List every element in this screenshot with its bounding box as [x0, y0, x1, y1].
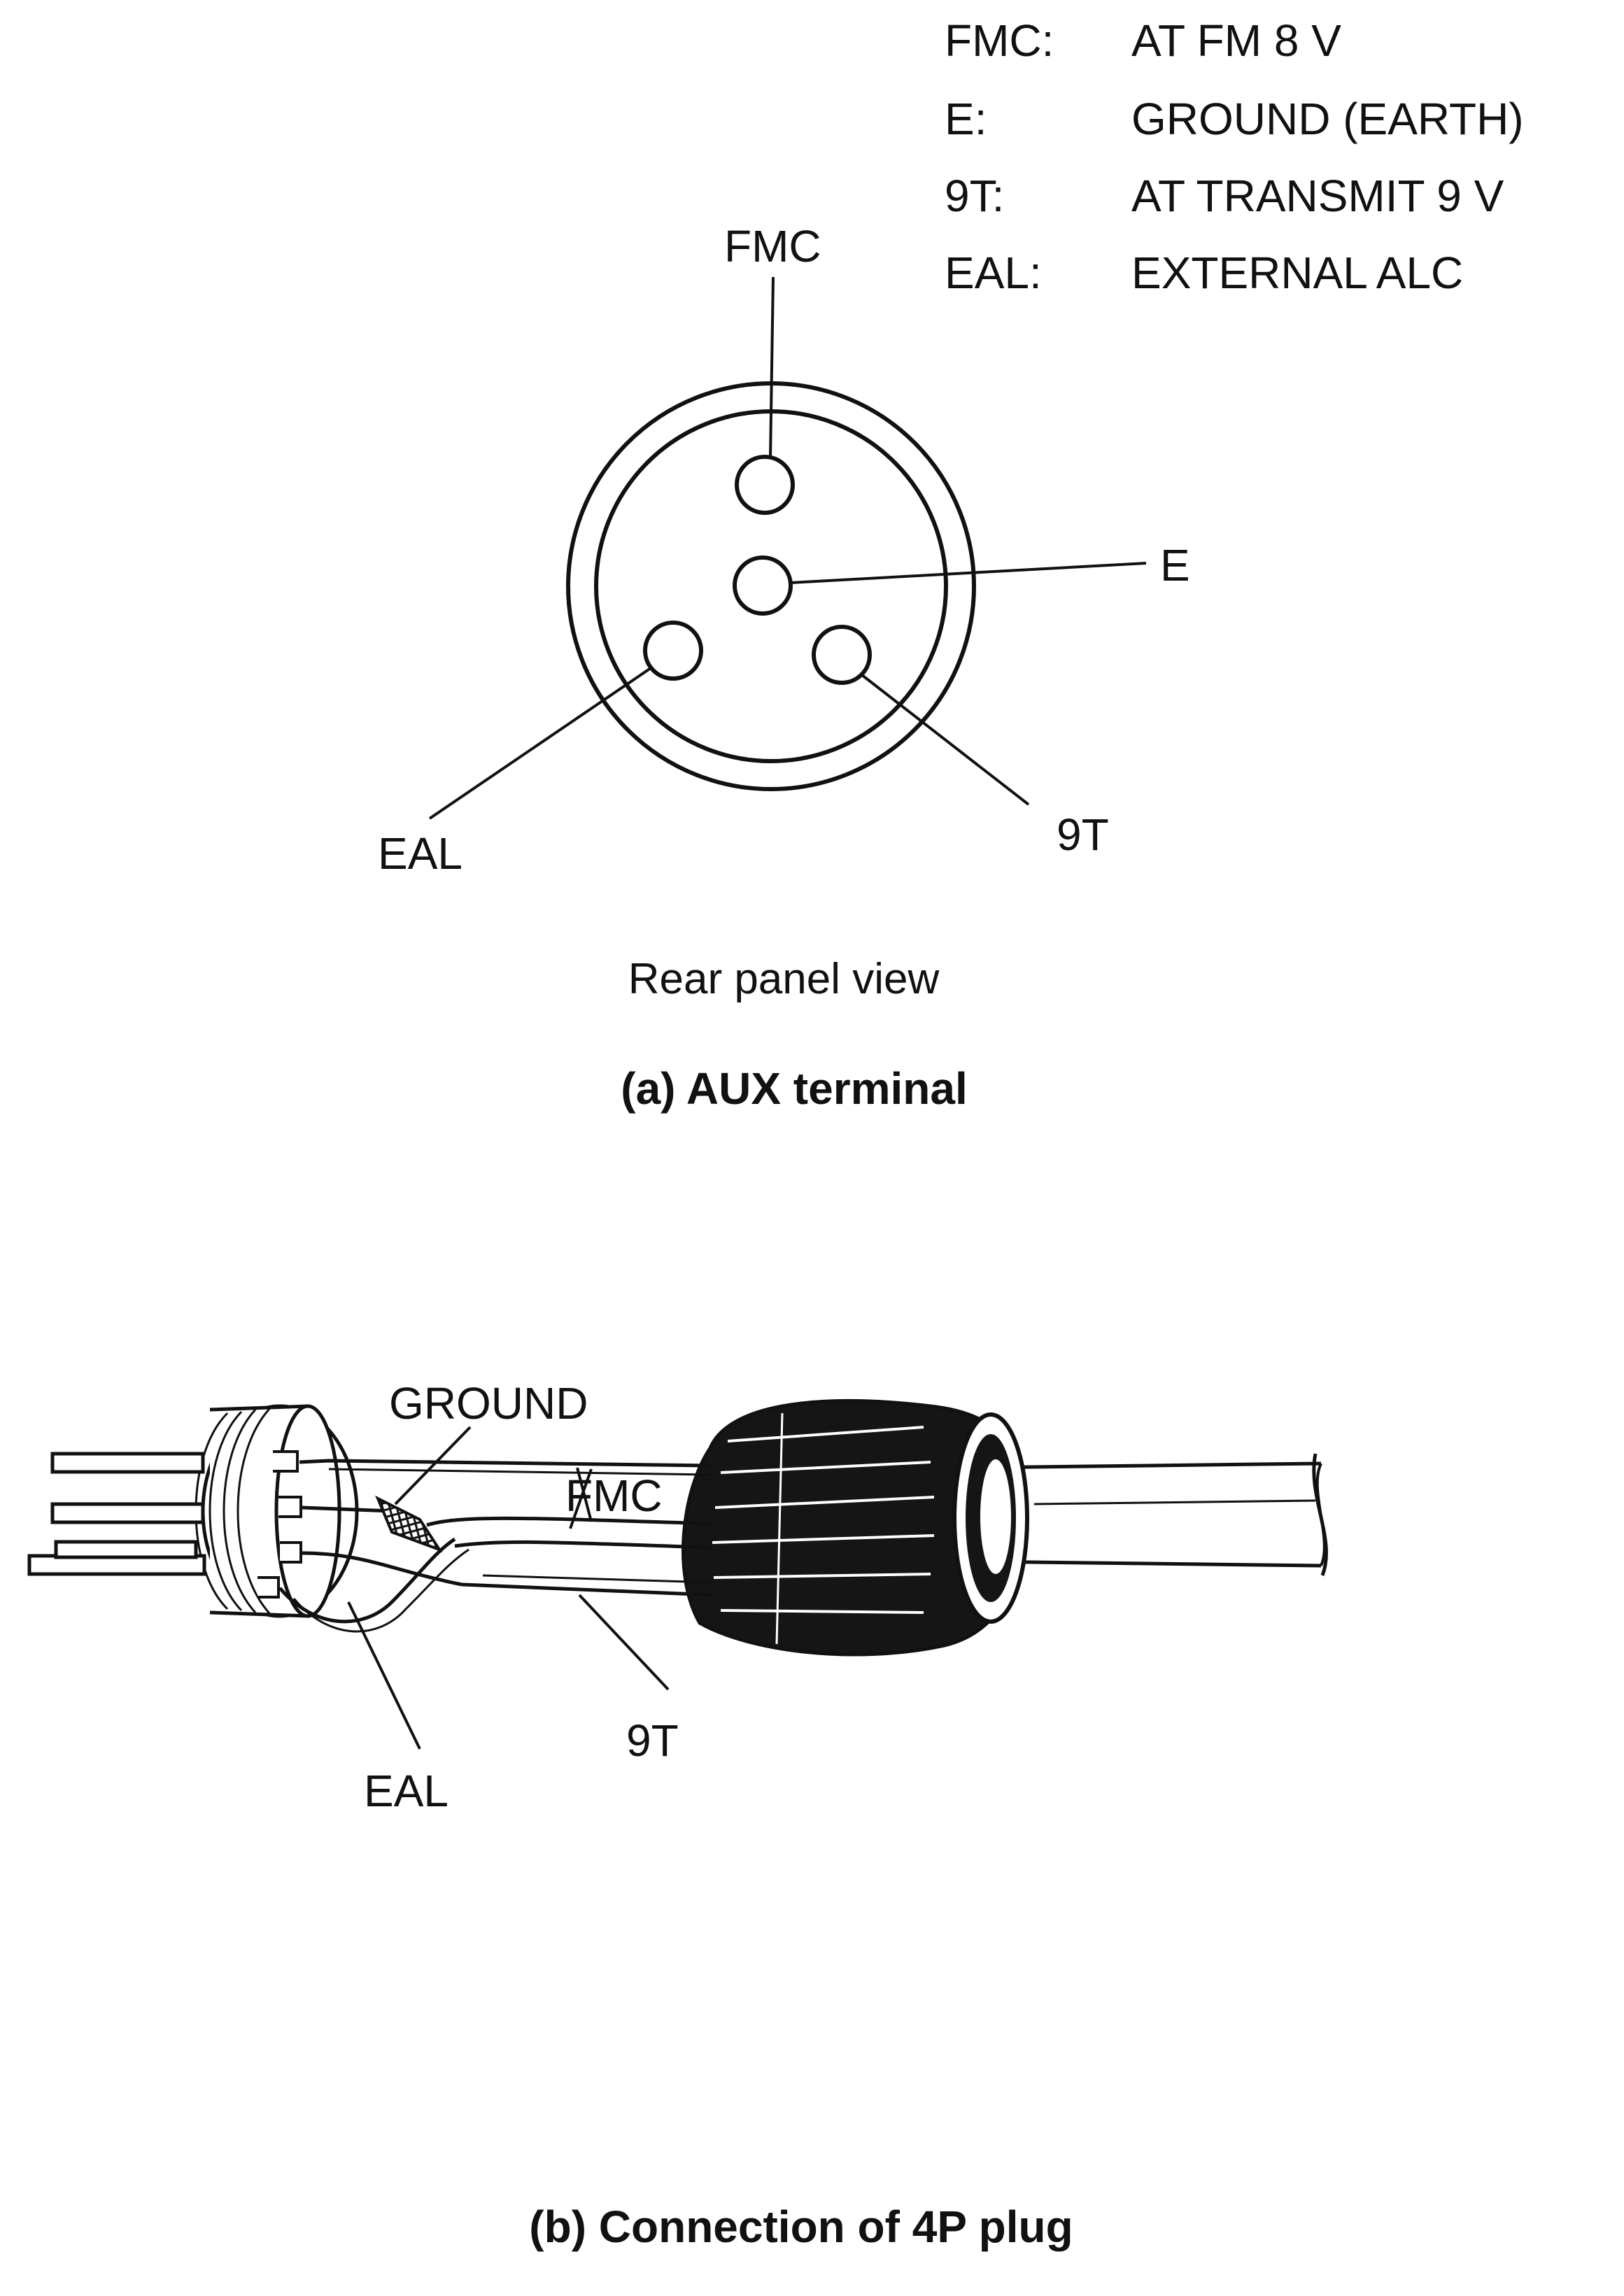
wire-eal-b: [292, 1548, 469, 1633]
legend-code-fmc: FMC:: [945, 15, 1054, 66]
leader-ground: [394, 1426, 472, 1505]
legend: FMC: AT FM 8 V E: GROUND (EARTH) 9T: AT …: [945, 15, 1524, 298]
pin-label-9t: 9T: [1057, 809, 1109, 860]
leader-fmc: [769, 276, 775, 458]
cable-top-edge: [968, 1461, 1322, 1470]
aux-terminal-diagram: [428, 276, 1147, 820]
legend-code-e: E:: [945, 94, 987, 144]
connector-knurl: [712, 1426, 935, 1614]
pin-e: [733, 555, 793, 616]
leader-eal: [428, 667, 652, 820]
cable-highlight: [1033, 1499, 1316, 1505]
plug-drawing: [27, 1399, 1328, 1750]
pin-label-e: E: [1160, 540, 1190, 590]
leader-9t: [861, 674, 1030, 806]
plug-pins: [27, 1452, 206, 1576]
leader-fmc-plug-visible: [569, 1468, 593, 1529]
wire-fmc: [299, 1459, 711, 1468]
legend-code-eal: EAL:: [945, 248, 1042, 298]
wire-9t: [461, 1582, 714, 1597]
wire-9t-b: [482, 1574, 713, 1584]
caption-4p-plug: (b) Connection of 4P plug: [529, 2202, 1073, 2252]
pin-fmc: [735, 455, 795, 515]
legend-desc-9t: AT TRANSMIT 9 V: [1131, 171, 1504, 221]
legend-desc-e: GROUND (EARTH): [1131, 94, 1524, 144]
wire-9t-a: [300, 1551, 463, 1587]
plug-head-rings: [195, 1408, 271, 1615]
pin-9t: [812, 625, 872, 685]
legend-desc-eal: EXTERNAL ALC: [1131, 248, 1463, 298]
cable-bottom-edge: [968, 1559, 1322, 1568]
terminal-inner-ring: [594, 409, 948, 763]
legend-desc-fmc: AT FM 8 V: [1131, 15, 1341, 66]
pin-eal: [643, 621, 703, 681]
leader-9t-plug: [578, 1594, 670, 1691]
plug-label-eal: EAL: [364, 1766, 449, 1816]
solder-cups: [257, 1450, 302, 1599]
legend-code-9t: 9T:: [945, 171, 1004, 221]
cable-cut-line: [1312, 1453, 1328, 1576]
plug-label-fmc: FMC: [565, 1471, 663, 1521]
connector-rear-opening: [980, 1459, 1011, 1574]
leader-eal-plug: [347, 1601, 421, 1750]
pin-label-eal: EAL: [378, 828, 463, 879]
wire-fmc-lower: [328, 1468, 711, 1476]
rear-panel-view-label: Rear panel view: [628, 955, 940, 1003]
pin-label-fmc: FMC: [724, 221, 821, 271]
sheath-bottom: [454, 1540, 711, 1550]
leader-e: [790, 562, 1147, 584]
wire-eal: [278, 1537, 456, 1624]
plug-label-9t: 9T: [626, 1715, 679, 1766]
connector-seam: [775, 1412, 784, 1645]
caption-aux-terminal: (a) AUX terminal: [621, 1063, 968, 1114]
sheath-top: [426, 1516, 711, 1527]
plug-label-ground: GROUND: [389, 1378, 588, 1429]
shield-braid: [375, 1495, 443, 1552]
wire-ground-lead: [302, 1505, 393, 1513]
leader-fmc-plug: [576, 1467, 593, 1522]
